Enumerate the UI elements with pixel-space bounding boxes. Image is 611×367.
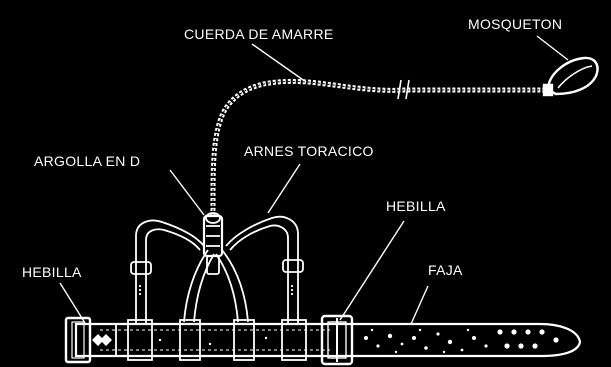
label-cuerda-de-amarre: CUERDA DE AMARRE xyxy=(184,26,334,42)
leader-hebilla-right xyxy=(339,220,405,321)
belt-holes xyxy=(497,329,559,349)
lanyard-rope xyxy=(210,78,548,217)
leader-lines xyxy=(59,35,569,325)
leader-cuerda xyxy=(251,43,307,83)
leader-argolla xyxy=(169,169,205,216)
leader-hebilla-left xyxy=(59,282,86,324)
leader-arnes xyxy=(267,163,301,214)
leader-mosqueton xyxy=(536,35,569,61)
label-hebilla-left: HEBILLA xyxy=(22,264,82,280)
label-hebilla-right: HEBILLA xyxy=(386,198,446,214)
waist-belt xyxy=(64,314,582,366)
chest-harness xyxy=(130,212,304,325)
label-faja: FAJA xyxy=(428,262,463,278)
leader-faja xyxy=(410,285,429,325)
label-argolla-en-d: ARGOLLA EN D xyxy=(34,153,141,169)
carabiner-icon xyxy=(542,56,599,97)
label-mosqueton: MOSQUETON xyxy=(468,16,563,32)
belt-speckles xyxy=(158,328,488,354)
label-arnes-toracico: ARNES TORACICO xyxy=(244,143,374,159)
